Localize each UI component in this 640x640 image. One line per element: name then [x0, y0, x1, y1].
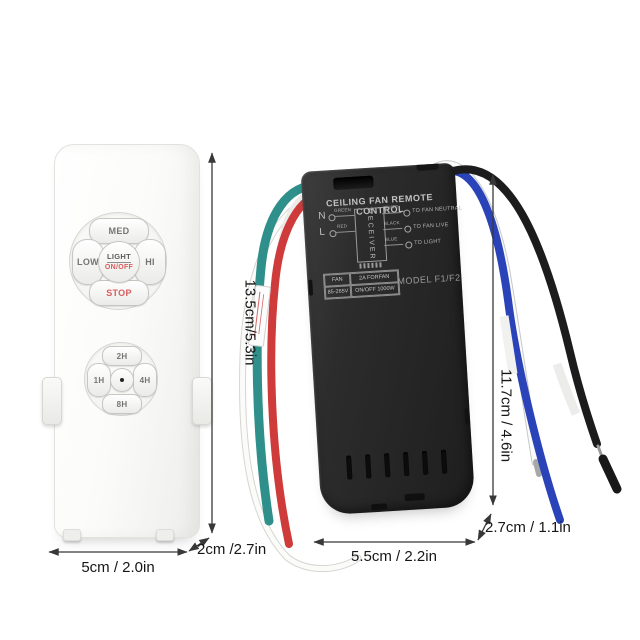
timer-button-pad: 2H 1H 4H 8H	[84, 342, 158, 416]
timer-1h-button: 1H	[87, 363, 111, 397]
fan-button-pad: MED LOW HI STOP LIGHT ON/OFF	[69, 212, 167, 310]
remote-foot-left	[63, 529, 81, 541]
black-wire-bare	[596, 444, 603, 456]
blue-wire-sleeve	[499, 315, 518, 375]
timer-4h-button: 4H	[133, 363, 157, 397]
receiver-depth-label: 2.7cm / 1.1in	[485, 519, 571, 536]
remote-foot-right	[156, 529, 174, 541]
center-dot	[120, 378, 124, 382]
black-wire-tip	[598, 454, 622, 494]
onoff-label: ON/OFF	[104, 263, 134, 271]
black-wire	[446, 165, 601, 448]
receiver-height-label: 11.7cm / 4.6in	[497, 368, 515, 463]
remote-width-label: 5cm / 2.0in	[81, 559, 155, 576]
light-label: LIGHT	[107, 252, 131, 263]
med-button: MED	[89, 218, 149, 244]
black-wire-sleeve	[552, 362, 581, 416]
receiver-depth-arrow	[477, 513, 492, 541]
low-button: LOW	[72, 239, 104, 285]
remote-depth-arrow	[188, 537, 210, 552]
remote-control: MED LOW HI STOP LIGHT ON/OFF 2H 1H 4H 8H	[42, 144, 212, 541]
timer-2h-button: 2H	[102, 346, 142, 366]
timer-center-button	[110, 368, 134, 392]
green-wire	[252, 181, 325, 526]
receiver-width-label: 5.5cm / 2.2in	[351, 548, 437, 565]
remote-depth-label: 2cm /2.7in	[197, 541, 267, 558]
wire-tag	[248, 284, 271, 347]
light-onoff-button: LIGHT ON/OFF	[98, 241, 140, 283]
wire-ferrule	[533, 459, 542, 477]
mount-clip-left	[42, 377, 62, 425]
red-wire	[267, 189, 330, 548]
blue-wire	[438, 166, 564, 524]
timer-8h-button: 8H	[102, 394, 142, 414]
remote-height-label: 13.5cm/5.3in	[241, 279, 259, 366]
